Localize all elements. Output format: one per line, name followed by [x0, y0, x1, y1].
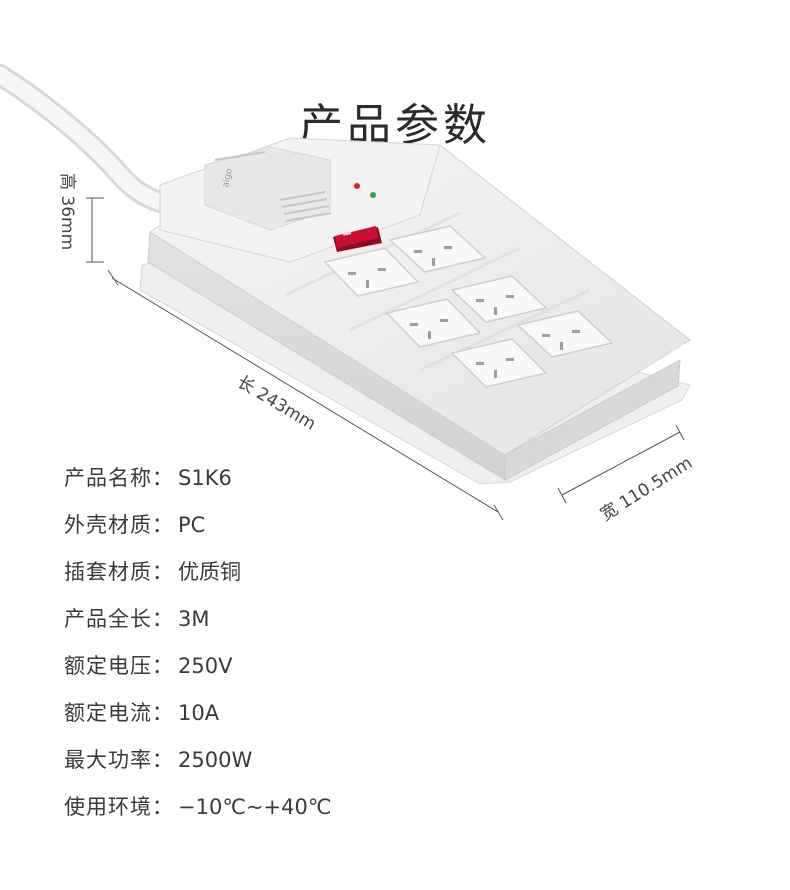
spec-label: 插套材质：	[64, 560, 174, 584]
spec-row-length: 产品全长：3M	[64, 599, 331, 646]
spec-value: 3M	[178, 607, 210, 631]
strip-side-right	[504, 359, 681, 481]
height-label: 高 36mm	[57, 173, 77, 250]
spec-label: 额定电流：	[64, 701, 174, 725]
spec-value: S1K6	[178, 466, 232, 490]
spec-row-current: 额定电流：10A	[64, 693, 331, 740]
power-switch-icon	[333, 226, 382, 252]
indicator-led-icon	[370, 192, 376, 198]
spec-value: −10℃~+40℃	[178, 795, 332, 819]
spec-row-name: 产品名称：S1K6	[64, 458, 331, 505]
indicator-led-icon	[354, 183, 360, 189]
width-dimension	[557, 424, 685, 504]
spec-label: 产品全长：	[64, 607, 174, 631]
spec-row-voltage: 额定电压：250V	[64, 646, 331, 693]
spec-row-power: 最大功率：2500W	[64, 740, 331, 787]
height-dimension	[86, 197, 104, 263]
spec-value: 10A	[178, 701, 220, 725]
width-label: 宽 110.5mm	[597, 453, 696, 525]
spec-value: PC	[178, 513, 206, 537]
spec-row-socket-material: 插套材质：优质铜	[64, 552, 331, 599]
spec-value: 优质铜	[178, 560, 241, 584]
spec-label: 最大功率：	[64, 748, 174, 772]
spec-list: 产品名称：S1K6 外壳材质：PC 插套材质：优质铜 产品全长：3M 额定电压：…	[64, 458, 331, 834]
spec-value: 2500W	[178, 748, 253, 772]
spec-label: 产品名称：	[64, 466, 174, 490]
spec-row-environment: 使用环境：−10℃~+40℃	[64, 787, 331, 834]
length-dimension	[107, 269, 504, 521]
spec-value: 250V	[178, 654, 233, 678]
spec-label: 使用环境：	[64, 795, 174, 819]
socket-icon	[323, 225, 614, 388]
svg-text:aigo: aigo	[221, 167, 235, 188]
spec-label: 外壳材质：	[64, 513, 174, 537]
spec-label: 额定电压：	[64, 654, 174, 678]
spec-row-shell: 外壳材质：PC	[64, 505, 331, 552]
